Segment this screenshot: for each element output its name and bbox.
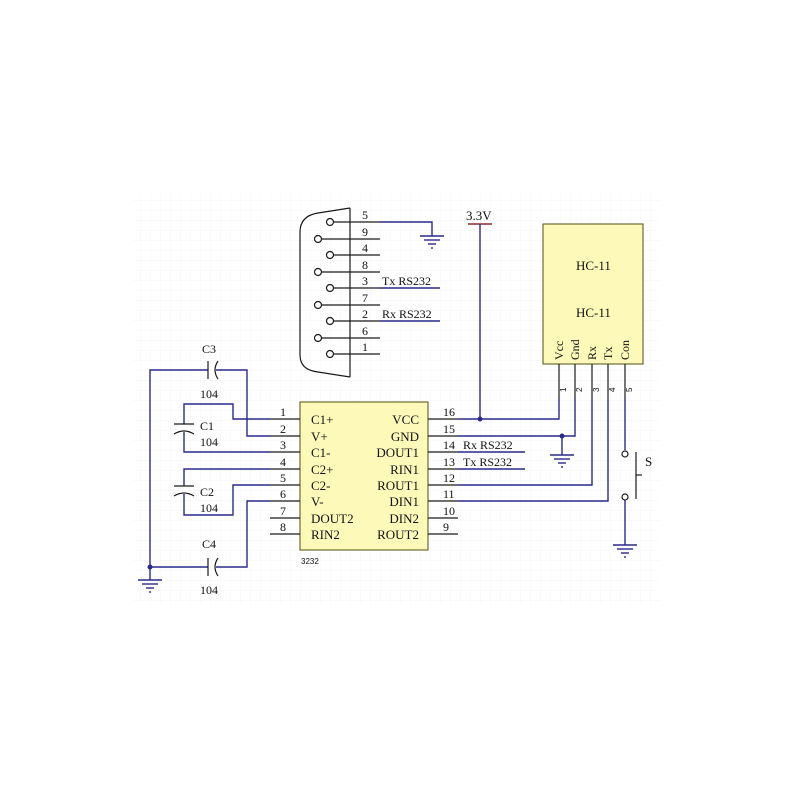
chip-pin-number: 6: [280, 487, 286, 501]
chip-rx-net-label: Rx RS232: [463, 438, 513, 452]
power-rail-3v3: 3.3V: [466, 208, 492, 419]
capacitor-name: C1: [200, 419, 214, 433]
module-pin-number: 4: [608, 387, 617, 392]
module-pin-vcc: Vcc: [552, 341, 566, 360]
chip-pin-number: 16: [443, 405, 455, 419]
chip-pin-name: C2+: [311, 462, 334, 477]
switch-label: S: [645, 454, 652, 469]
max3232-chip: 3232 1 2 3 4 5 6 7: [270, 401, 513, 566]
capacitor-value: 104: [200, 387, 218, 401]
chip-pin-number: 11: [443, 487, 455, 501]
db9-pin-label: 3: [362, 274, 368, 288]
chip-pin-number: 4: [280, 455, 286, 469]
chip-pin-number: 12: [443, 471, 455, 485]
chip-pin-name: C1+: [311, 412, 334, 427]
capacitor-value: 104: [200, 501, 218, 515]
db9-pin-label: 9: [362, 225, 368, 239]
chip-pin-number: 14: [443, 438, 455, 452]
db9-pin-label: 7: [362, 291, 368, 305]
chip-pin-name: DIN1: [389, 494, 419, 509]
junction-dot: [477, 416, 483, 422]
db9-connector: 5 9 4 8 3 7 2 6 1 Tx RS232 Rx RS232: [299, 207, 440, 378]
chip-pin-number: 13: [443, 455, 455, 469]
chip-pin-name: RIN1: [390, 462, 419, 477]
chip-pin-number: 5: [280, 471, 286, 485]
ground-icon: [550, 454, 574, 468]
switch-s: S: [621, 450, 652, 501]
db9-pin-circles: [313, 217, 335, 359]
chip-pin-name: GND: [391, 429, 419, 444]
module-title: HC-11: [576, 258, 611, 273]
capacitor-c1: C1 104: [173, 419, 218, 449]
chip-pin-name: VCC: [392, 412, 419, 427]
chip-pin-name: C2-: [311, 478, 331, 493]
module-pin-number: 1: [559, 387, 568, 392]
chip-pin-number: 10: [443, 504, 455, 518]
chip-pin-number: 3: [280, 438, 286, 452]
chip-pin-number: 1: [280, 405, 286, 419]
module-pin-gnd: Gnd: [568, 339, 582, 360]
chip-pin-number: 8: [280, 520, 286, 534]
chip-pin-number: 15: [443, 422, 455, 436]
capacitor-value: 104: [200, 583, 218, 597]
capacitor-name: C3: [202, 342, 216, 356]
module-pin-tx: Tx: [601, 347, 615, 360]
chip-pin-name: DIN2: [389, 511, 419, 526]
chip-pin-name: ROUT1: [377, 478, 419, 493]
ground-icon: [613, 544, 637, 558]
db9-pin-label: 8: [362, 258, 368, 272]
chip-pin-name: DOUT1: [376, 445, 419, 460]
capacitor-name: C2: [200, 485, 214, 499]
module-pin-rx: Rx: [585, 346, 599, 360]
chip-pin-name: V-: [311, 494, 324, 509]
chip-pin-name: C1-: [311, 445, 331, 460]
chip-name: 3232: [301, 557, 319, 566]
wiring: [147, 369, 626, 580]
module-subtitle: HC-11: [576, 305, 611, 320]
db9-pin-label: 1: [362, 340, 368, 354]
capacitor-c3: C3 104: [200, 342, 219, 401]
chip-tx-net-label: Tx RS232: [463, 455, 512, 469]
module-pin-con: Con: [618, 340, 632, 360]
chip-pin-name: RIN2: [311, 527, 340, 542]
db9-rx-net-label: Rx RS232: [382, 307, 432, 321]
ground-icon: [420, 235, 444, 249]
db9-tx-net-label: Tx RS232: [382, 274, 431, 288]
ground-icon: [138, 579, 162, 593]
hc11-module: HC-11 HC-11 Vcc Gnd Rx Tx Con 1 2 3 4 5: [542, 223, 644, 398]
module-pin-number: 5: [625, 387, 634, 392]
module-pin-number: 3: [592, 387, 601, 392]
db9-pin-label: 4: [362, 241, 368, 255]
chip-pin-number: 9: [443, 520, 449, 534]
capacitor-name: C4: [202, 537, 216, 551]
chip-pin-number: 7: [280, 504, 286, 518]
capacitor-value: 104: [200, 435, 218, 449]
chip-pin-number: 2: [280, 422, 286, 436]
db9-pin-label: 5: [362, 208, 368, 222]
chip-pin-name: V+: [311, 429, 328, 444]
chip-pin-name: DOUT2: [311, 511, 354, 526]
capacitor-c2: C2 104: [173, 485, 218, 515]
chip-pin-name: ROUT2: [377, 527, 419, 542]
db9-pin-label: 2: [362, 307, 368, 321]
capacitor-c4: C4 104: [200, 537, 219, 597]
db9-pin-label: 6: [362, 324, 368, 338]
module-pin-number: 2: [575, 387, 584, 392]
power-label: 3.3V: [466, 208, 492, 223]
